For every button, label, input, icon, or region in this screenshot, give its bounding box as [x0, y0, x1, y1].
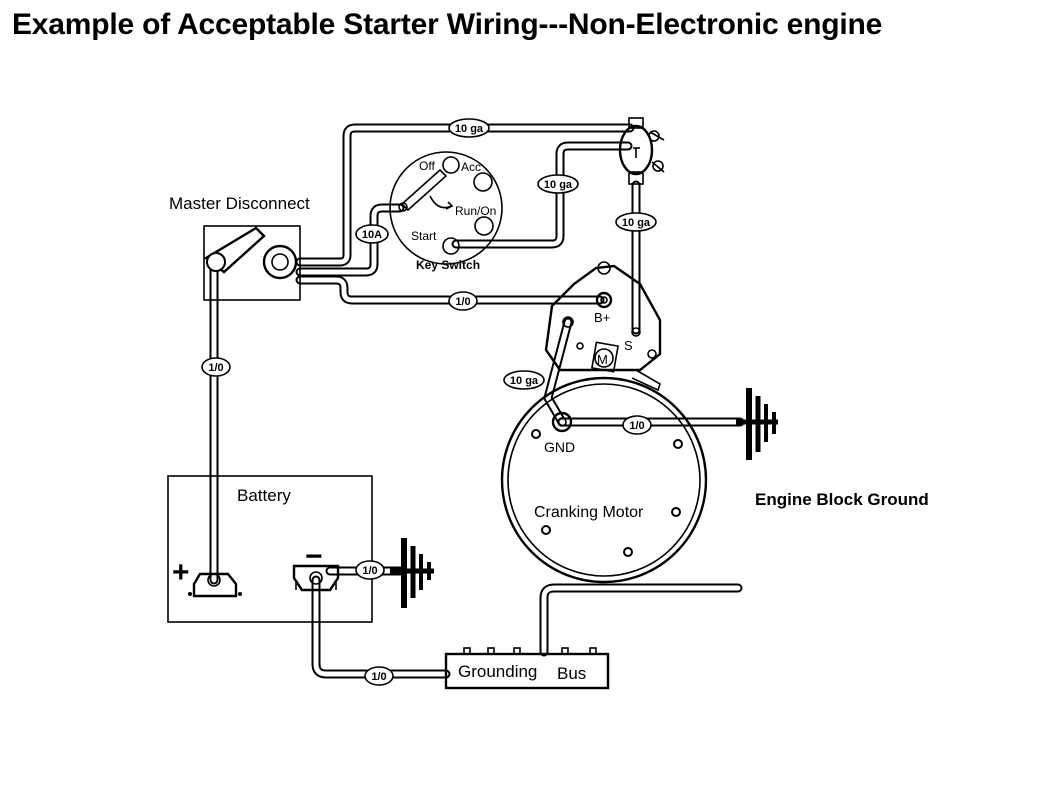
- tag-battery-1-0: 1/0: [201, 357, 231, 377]
- svg-text:1/0: 1/0: [208, 362, 223, 374]
- wire-neg-to-bus: [311, 575, 451, 679]
- key-switch-body: [389, 151, 503, 265]
- grounding-bus-box: [444, 652, 610, 690]
- tag-s-terminal-10ga: 10 ga: [615, 212, 657, 232]
- svg-text:1/0: 1/0: [629, 420, 644, 432]
- solenoid: [618, 117, 665, 185]
- battery-box: [167, 475, 373, 623]
- b-plus-label: B+: [594, 310, 610, 325]
- battery-minus: −: [305, 540, 323, 573]
- wire-bus-out: [539, 583, 743, 657]
- svg-text:10 ga: 10 ga: [544, 179, 573, 191]
- tag-b-plus-1-0: 1/0: [448, 291, 478, 311]
- wires: [209, 123, 745, 679]
- tag-gnd-1-0: 1/0: [622, 415, 652, 435]
- key-run-label: Run/On: [455, 204, 496, 218]
- ground-symbol-battery: [390, 538, 434, 608]
- gnd-label: GND: [544, 439, 575, 455]
- key-acc-label: Acc: [461, 160, 481, 174]
- master-disconnect-box: [203, 225, 301, 301]
- svg-text:10 ga: 10 ga: [510, 375, 539, 387]
- motor-body: [500, 376, 708, 584]
- battery-plus: +: [172, 556, 190, 589]
- bus-label: Bus: [557, 664, 586, 683]
- cranking-motor-label: Cranking Motor: [534, 504, 644, 521]
- engine-block-ground-label: Engine Block Ground: [755, 490, 929, 509]
- wire-tags: 10 ga 10 ga 10 ga 10A 1/0 1/0 1/0 10 ga: [201, 118, 657, 686]
- wire-start-10ga: [451, 141, 633, 249]
- grounding-label: Grounding: [458, 662, 537, 681]
- tag-motor-10ga: 10 ga: [503, 370, 545, 390]
- svg-text:10A: 10A: [362, 229, 382, 241]
- svg-text:10 ga: 10 ga: [455, 123, 484, 135]
- key-switch: Off Acc Run/On Start Key Switch: [389, 151, 503, 272]
- svg-text:1/0: 1/0: [362, 565, 377, 577]
- grounding-bus: Grounding Bus: [444, 647, 610, 690]
- tag-bus-1-0: 1/0: [364, 666, 394, 686]
- master-disconnect-label: Master Disconnect: [169, 194, 310, 213]
- battery-label: Battery: [237, 486, 291, 505]
- cranking-motor: M B+ S GND Cranking Motor: [500, 261, 708, 584]
- motor-m-label: M: [597, 352, 608, 367]
- key-switch-label: Key Switch: [416, 258, 480, 272]
- tag-solenoid-10ga: 10 ga: [537, 174, 579, 194]
- battery: Battery + −: [167, 475, 373, 623]
- tag-neg-1-0: 1/0: [355, 560, 385, 580]
- key-off-label: Off: [419, 159, 435, 173]
- motor-solenoid-housing: [544, 264, 662, 372]
- tag-key-10a: 10A: [355, 224, 389, 244]
- s-terminal-label: S: [624, 338, 633, 353]
- svg-text:1/0: 1/0: [371, 671, 386, 683]
- key-start-label: Start: [411, 229, 437, 243]
- diagram-title: Example of Acceptable Starter Wiring---N…: [12, 8, 883, 41]
- svg-text:1/0: 1/0: [455, 296, 470, 308]
- ground-symbol-engine-block: [736, 388, 778, 460]
- master-disconnect: Master Disconnect: [169, 194, 310, 301]
- tag-top-10ga: 10 ga: [448, 118, 490, 138]
- svg-text:10 ga: 10 ga: [622, 217, 651, 229]
